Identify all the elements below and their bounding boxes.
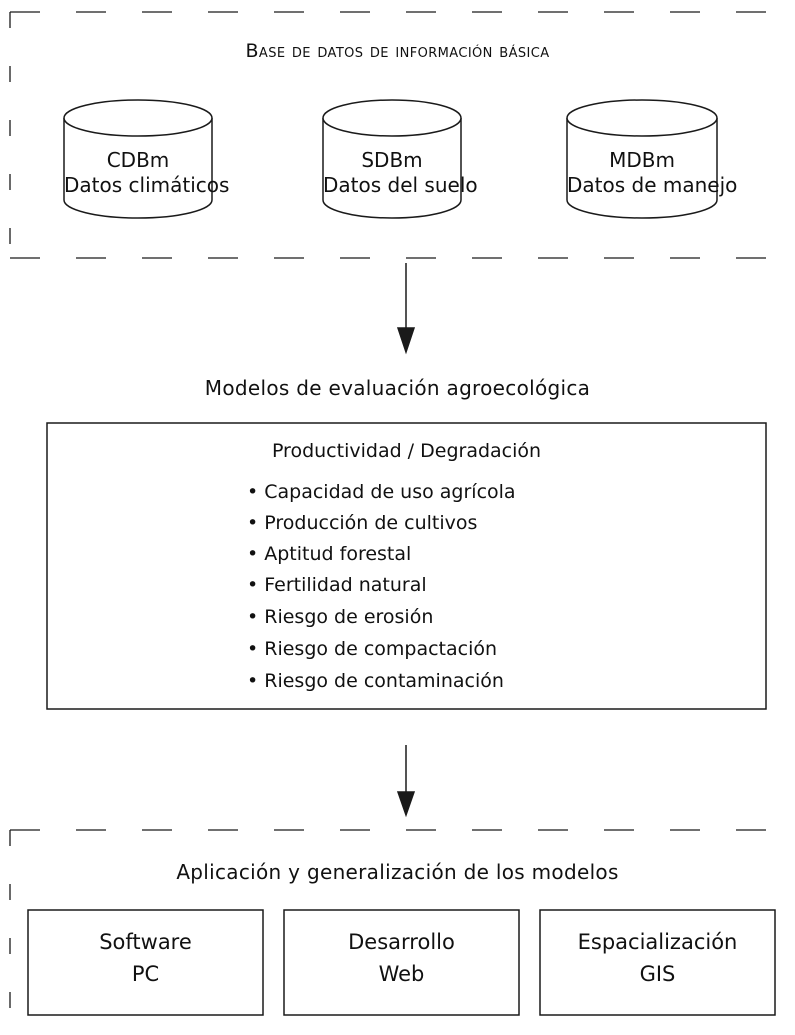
arrow-down-icon bbox=[396, 263, 416, 355]
database-cylinder-soil bbox=[322, 99, 462, 219]
database-soil: SDBm Datos del suelo bbox=[323, 148, 478, 198]
model-item: • Producción de cultivos bbox=[247, 512, 478, 534]
database-soil-label: Datos del suelo bbox=[323, 173, 478, 197]
database-cylinder-climate bbox=[63, 99, 213, 219]
database-management-label: Datos de manejo bbox=[567, 173, 738, 197]
models-box bbox=[46, 422, 767, 710]
gis-spatialization-box bbox=[539, 909, 776, 1016]
web-development-line1: Desarrollo bbox=[348, 930, 455, 954]
database-climate-code: CDBm bbox=[106, 148, 170, 172]
model-item: • Riesgo de compactación bbox=[247, 638, 498, 660]
web-development-label: Desarrollo Web bbox=[284, 926, 519, 990]
database-management-code: MDBm bbox=[609, 148, 675, 172]
bottom-dashed-frame bbox=[9, 829, 795, 1035]
database-management: MDBm Datos de manejo bbox=[567, 148, 738, 198]
models-subtitle: Productividad / Degradación bbox=[271, 440, 542, 462]
gis-spatialization-line2: GIS bbox=[639, 962, 676, 986]
web-development-line2: Web bbox=[378, 962, 425, 986]
database-soil-code: SDBm bbox=[361, 148, 423, 172]
model-item: • Fertilidad natural bbox=[247, 574, 427, 596]
database-climate: CDBm Datos climáticos bbox=[64, 148, 230, 198]
database-cylinder-management bbox=[566, 99, 718, 219]
model-item: • Aptitud forestal bbox=[247, 543, 412, 565]
software-pc-line1: Software bbox=[99, 930, 192, 954]
model-item: • Capacidad de uso agrícola bbox=[247, 481, 516, 503]
arrow-down-icon bbox=[396, 745, 416, 818]
gis-spatialization-line1: Espacialización bbox=[577, 930, 738, 954]
models-section-title: Modelos de evaluación agroecológica bbox=[204, 376, 591, 400]
model-item: • Riesgo de erosión bbox=[247, 606, 434, 628]
database-section-title: Base de datos de información básica bbox=[245, 40, 550, 62]
application-section-title: Aplicación y generalización de los model… bbox=[176, 860, 619, 884]
gis-spatialization-label: Espacialización GIS bbox=[540, 926, 775, 990]
database-climate-label: Datos climáticos bbox=[64, 173, 230, 197]
software-pc-label: Software PC bbox=[28, 926, 263, 990]
model-item: • Riesgo de contaminación bbox=[247, 670, 504, 692]
software-pc-box bbox=[27, 909, 264, 1016]
web-development-box bbox=[283, 909, 520, 1016]
top-dashed-frame bbox=[9, 11, 795, 259]
software-pc-line2: PC bbox=[131, 962, 160, 986]
